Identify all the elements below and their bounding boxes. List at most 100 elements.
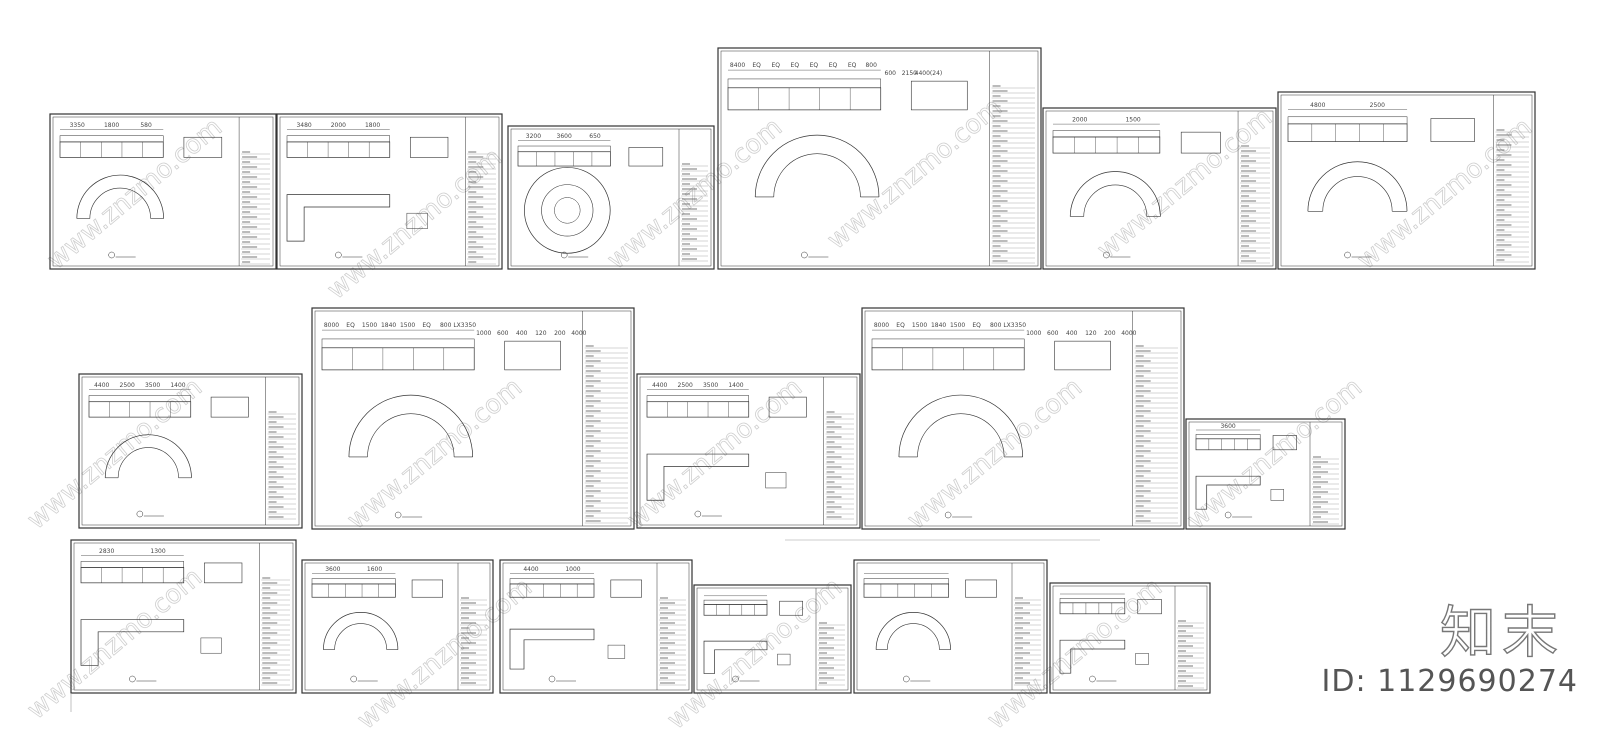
sheet-outer-border bbox=[636, 373, 861, 529]
dimension-label: 3500 bbox=[145, 382, 160, 389]
view-title-marker bbox=[108, 251, 115, 259]
sheet-inner-border bbox=[1052, 585, 1208, 691]
view-title-marker bbox=[129, 675, 136, 683]
watermark-text: www.znzmo.com bbox=[22, 372, 208, 535]
dimension-label: 1800 bbox=[104, 122, 119, 129]
dimension-label: 3200 bbox=[526, 133, 541, 140]
curved-sofa-plan-outer bbox=[76, 174, 164, 219]
dimension-label: 4400 bbox=[94, 382, 109, 389]
dimension-label: 2150 bbox=[902, 70, 917, 77]
sheet-inner-border bbox=[279, 116, 500, 267]
sofa-side-view bbox=[210, 396, 249, 418]
dimension-label: 3600 bbox=[557, 133, 572, 140]
dimension-label: 600 bbox=[497, 330, 509, 337]
view-title-marker bbox=[1089, 675, 1096, 683]
dimension-label: 1840 bbox=[381, 322, 396, 329]
view-title-marker bbox=[560, 251, 568, 259]
dimension-label: EQ bbox=[810, 62, 819, 69]
dimension-label: EQ bbox=[771, 62, 780, 69]
sheet-inner-border bbox=[1045, 110, 1274, 267]
sheet-inner-border bbox=[52, 116, 274, 267]
sheet-outer-border bbox=[693, 584, 852, 694]
dimension-label: 120 bbox=[1085, 330, 1097, 337]
sheet-outer-border bbox=[276, 113, 503, 270]
round-sofa-plan-inner bbox=[541, 184, 594, 237]
dimension-label: 1000 bbox=[1026, 330, 1041, 337]
sofa-elevation-back bbox=[286, 135, 390, 143]
watermark-text: www.znzmo.com bbox=[42, 112, 228, 275]
ottoman-plan bbox=[1270, 489, 1284, 501]
sofa-side-view bbox=[768, 396, 807, 418]
sheet-outer-border bbox=[1042, 107, 1277, 270]
sheet-outer-border bbox=[853, 559, 1048, 694]
curved-sofa-plan-inner bbox=[367, 413, 455, 457]
view-title-marker bbox=[1103, 251, 1110, 259]
sofa-elevation-back bbox=[311, 578, 396, 585]
sofa-elevation-body bbox=[286, 141, 391, 158]
watermark-text: www.znzmo.com bbox=[1182, 372, 1368, 535]
dimension-label: 800 bbox=[990, 322, 1002, 329]
sheet-outer-border bbox=[78, 373, 303, 529]
dimension-label: LX3350 bbox=[453, 322, 476, 329]
dimension-label: EQ bbox=[972, 322, 981, 329]
curved-sofa-plan-inner bbox=[334, 623, 388, 650]
dimension-label: 2000 bbox=[1072, 116, 1087, 123]
sheet-outer-border bbox=[507, 125, 715, 270]
dimension-label: 2000 bbox=[331, 122, 346, 129]
sofa-elevation-body bbox=[321, 347, 475, 371]
sheet-inner-border bbox=[1188, 421, 1343, 527]
view-title-marker bbox=[548, 675, 556, 683]
sofa-elevation-body bbox=[1287, 123, 1408, 142]
dimension-label: 1000 bbox=[565, 566, 580, 573]
dimension-label: 4000 bbox=[1121, 330, 1136, 337]
dimension-label: 1400 bbox=[170, 382, 185, 389]
drawing-sheet: 3600 bbox=[1185, 418, 1346, 530]
l-shape-sofa-plan bbox=[1195, 475, 1261, 510]
sheet-outer-border bbox=[1277, 91, 1536, 270]
view-title-marker bbox=[335, 251, 342, 259]
sheet-outer-border bbox=[301, 559, 494, 694]
sheet-outer-border bbox=[499, 559, 693, 694]
sofa-elevation-body bbox=[703, 604, 768, 616]
watermark-text: www.znzmo.com bbox=[22, 562, 208, 725]
sofa-side-view bbox=[1272, 435, 1297, 451]
view-title-marker bbox=[801, 251, 808, 259]
sheet-outer-border bbox=[1185, 418, 1346, 530]
sofa-elevation-body bbox=[59, 141, 164, 158]
curved-sofa-plan-outer bbox=[1069, 171, 1161, 217]
sheet-outer-border bbox=[717, 47, 1042, 270]
dimension-label: EQ bbox=[346, 322, 355, 329]
sofa-side-view bbox=[504, 340, 561, 371]
sofa-elevation-body bbox=[517, 151, 611, 167]
sofa-elevation-back bbox=[871, 338, 1025, 349]
view-title-marker bbox=[350, 675, 357, 683]
sheet-inner-border bbox=[696, 587, 849, 691]
sofa-elevation-back bbox=[646, 395, 749, 402]
dimension-label: EQ bbox=[791, 62, 800, 69]
sofa-elevation-back bbox=[1052, 130, 1161, 138]
dimension-label: EQ bbox=[829, 62, 838, 69]
ottoman-plan bbox=[607, 644, 626, 659]
sheet-inner-border bbox=[73, 542, 294, 691]
sofa-elevation-back bbox=[321, 338, 475, 349]
watermark-text: www.znzmo.com bbox=[902, 372, 1088, 535]
dimension-label: 2500 bbox=[678, 382, 693, 389]
round-sofa-plan-center bbox=[554, 197, 581, 224]
ottoman-plan bbox=[406, 212, 428, 229]
curved-sofa-plan-inner bbox=[1083, 184, 1148, 217]
ottoman-plan bbox=[765, 472, 787, 489]
sofa-elevation-back bbox=[1059, 598, 1126, 604]
dimension-label: 600 bbox=[1047, 330, 1059, 337]
dimension-label: 1800 bbox=[365, 122, 380, 129]
sofa-side-view bbox=[610, 579, 642, 598]
sheet-inner-border bbox=[510, 128, 712, 267]
sheet-inner-border bbox=[502, 562, 690, 691]
dimension-label: LX3350 bbox=[1003, 322, 1026, 329]
sheet-inner-border bbox=[314, 310, 632, 527]
dimension-label: 1400 bbox=[728, 382, 743, 389]
